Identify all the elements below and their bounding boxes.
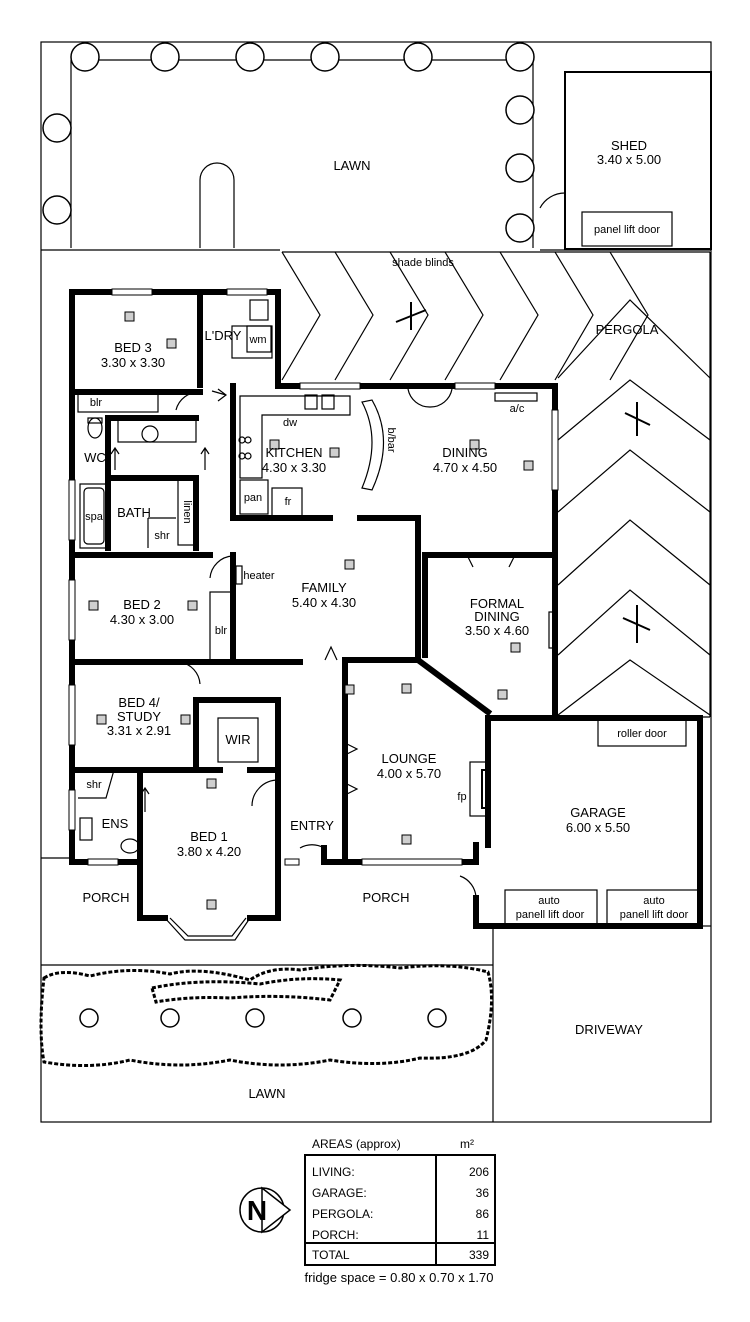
porch-front-label: PORCH — [363, 890, 410, 905]
light-points — [88, 311, 534, 910]
bed1-label: BED 1 — [190, 829, 228, 844]
garage-door-2-line-2: panell lift door — [620, 909, 689, 921]
bath-linen-label: linen — [181, 500, 193, 523]
bath-shr-label: shr — [154, 530, 170, 542]
shade-blinds-label: shade blinds — [392, 257, 454, 269]
porch-left-label: PORCH — [83, 890, 130, 905]
lounge-label: LOUNGE — [382, 751, 437, 766]
garden-hedge — [39, 963, 494, 1068]
kitchen-dw-label: dw — [283, 417, 297, 429]
shed-door-label: panel lift door — [594, 224, 660, 236]
windows — [68, 288, 559, 941]
formal-dining-size: 3.50 x 4.60 — [465, 623, 529, 638]
tree-icon — [42, 42, 535, 243]
laundry-wm-label: wm — [248, 334, 266, 346]
wir-label: WIR — [225, 732, 250, 747]
family-label: FAMILY — [301, 580, 347, 595]
kitchen-label: KITCHEN — [265, 445, 322, 460]
area-row-value: 11 — [477, 1228, 490, 1242]
wc-label: WC — [84, 450, 106, 465]
areas-unit: m² — [460, 1137, 474, 1151]
shed-label: SHED — [611, 138, 647, 153]
doors — [175, 388, 516, 899]
garage-label: GARAGE — [570, 805, 626, 820]
lawn-top-label: LAWN — [333, 158, 370, 173]
kitchen-fr-label: fr — [285, 496, 292, 508]
garage-size: 6.00 x 5.50 — [566, 820, 630, 835]
garage-door-1-line-2: panell lift door — [516, 909, 585, 921]
north-arrow-icon: N — [239, 1186, 292, 1234]
area-row-value: 36 — [476, 1186, 490, 1200]
kitchen-size: 4.30 x 3.30 — [262, 460, 326, 475]
family-heater-label: heater — [243, 570, 275, 582]
area-row-value: 86 — [476, 1207, 490, 1221]
site-boundary — [40, 41, 712, 1123]
area-row-label: PORCH: — [312, 1228, 359, 1242]
garage-roller-door-label: roller door — [617, 728, 667, 740]
north-label: N — [247, 1195, 267, 1226]
bed4-label-2: STUDY — [117, 709, 161, 724]
formal-dining-label-2: DINING — [474, 609, 520, 624]
shed — [564, 71, 712, 250]
entry-label: ENTRY — [290, 818, 334, 833]
ens-label: ENS — [102, 816, 129, 831]
bed1-size: 3.80 x 4.20 — [177, 844, 241, 859]
family-size: 5.40 x 4.30 — [292, 595, 356, 610]
bed3-size: 3.30 x 3.30 — [101, 355, 165, 370]
dining-label: DINING — [442, 445, 488, 460]
bed4-size: 3.31 x 2.91 — [107, 723, 171, 738]
pergola-label: PERGOLA — [596, 322, 659, 337]
dining-size: 4.70 x 4.50 — [433, 460, 497, 475]
bed3-robe-label: blr — [90, 397, 103, 409]
bed2-size: 4.30 x 3.00 — [110, 612, 174, 627]
area-total-label: TOTAL — [312, 1248, 350, 1262]
area-row-label: LIVING: — [312, 1165, 355, 1179]
formal-dining-label-1: FORMAL — [470, 596, 524, 611]
ceiling-fan-icon — [395, 302, 651, 643]
driveway-label: DRIVEWAY — [575, 1022, 643, 1037]
bed2-label: BED 2 — [123, 597, 161, 612]
area-row-label: GARAGE: — [312, 1186, 367, 1200]
bath-label: BATH — [117, 505, 151, 520]
lounge-fp-label: fp — [457, 791, 466, 803]
area-total-value: 339 — [469, 1248, 489, 1262]
lounge-size: 4.00 x 5.70 — [377, 766, 441, 781]
bed2-robe-label: blr — [215, 625, 228, 637]
shrub-icon — [79, 1008, 447, 1028]
kitchen-bbar-label: b/bar — [385, 427, 397, 452]
garage-door-2-line-1: auto — [643, 895, 664, 907]
shed-size: 3.40 x 5.00 — [597, 152, 661, 167]
bed4-label-1: BED 4/ — [118, 695, 160, 710]
fridge-footnote: fridge space = 0.80 x 0.70 x 1.70 — [305, 1270, 494, 1285]
bath-spa-label: spa — [85, 511, 104, 523]
areas-header: AREAS (approx) — [312, 1137, 401, 1151]
area-row-label: PERGOLA: — [312, 1207, 373, 1221]
lawn-bottom-label: LAWN — [248, 1086, 285, 1101]
fixtures — [77, 299, 700, 925]
ens-shr-label: shr — [86, 779, 102, 791]
kitchen-pan-label: pan — [244, 492, 262, 504]
laundry-label: L'DRY — [205, 328, 242, 343]
bed3-label: BED 3 — [114, 340, 152, 355]
areas-table: AREAS (approx) m² LIVING: 206 GARAGE: 36… — [304, 1137, 496, 1266]
area-row-value: 206 — [469, 1165, 489, 1179]
dining-ac-label: a/c — [510, 403, 525, 415]
garage-door-1-line-1: auto — [538, 895, 559, 907]
